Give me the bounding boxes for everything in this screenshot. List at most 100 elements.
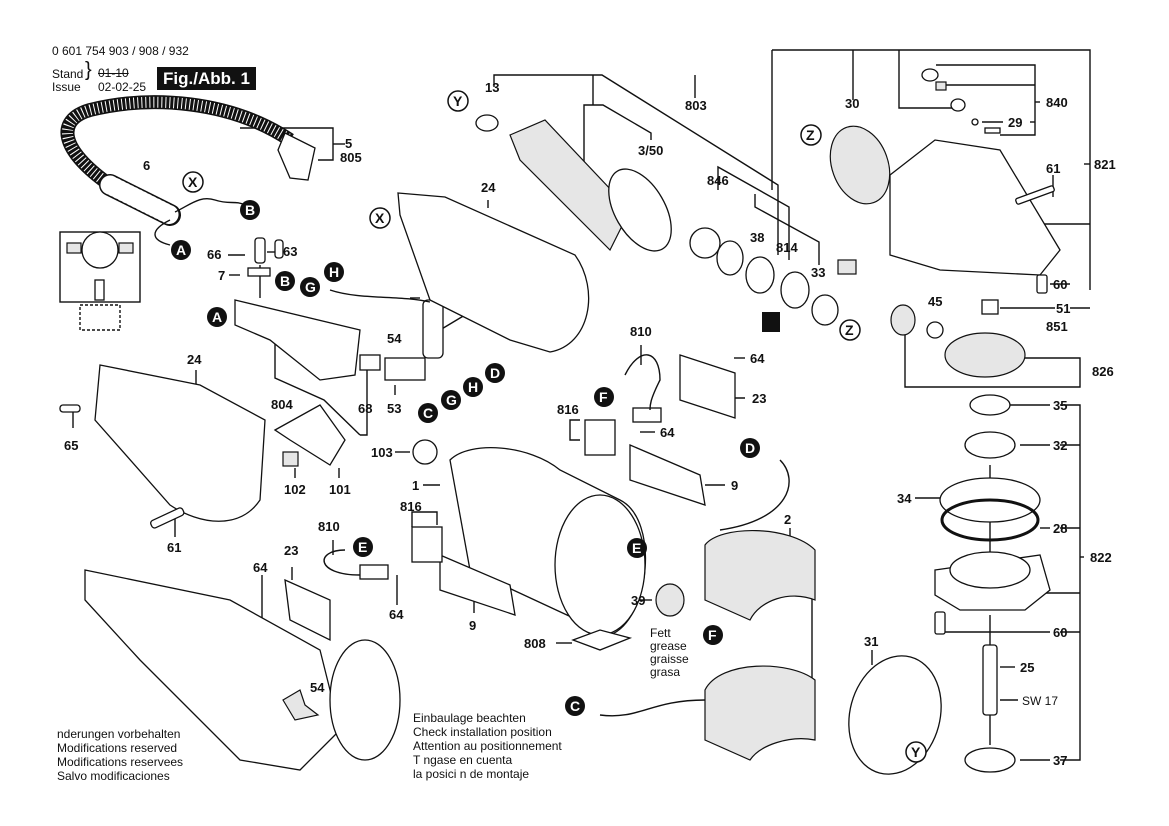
label-846: 846	[707, 173, 729, 188]
leader-68	[360, 370, 368, 436]
label-60-upper: 60	[1053, 277, 1067, 292]
connector-markers: B A B A H G D H G C F D E E F C X X Y Y …	[171, 90, 927, 763]
power-cord-outline	[60, 95, 294, 191]
label-63: 63	[283, 244, 297, 259]
label-7: 7	[218, 268, 225, 283]
label-803: 803	[685, 98, 707, 113]
marker-a-cord: A	[171, 240, 191, 260]
bracket-816a	[569, 419, 580, 441]
schematic-brush-left	[66, 242, 82, 254]
label-810-lower: 810	[318, 519, 340, 534]
brush-holder-816-upper	[584, 419, 616, 456]
label-24-left: 24	[187, 352, 202, 367]
clamping-flange-37	[964, 747, 1016, 773]
bearing-13	[475, 114, 499, 132]
svg-text:F: F	[599, 389, 608, 405]
label-plate-9-lower	[439, 554, 516, 616]
gear-housing-821	[889, 139, 1061, 276]
svg-text:B: B	[280, 273, 290, 289]
o-ring-28	[940, 498, 1040, 542]
protection-guard-31	[848, 655, 942, 775]
label-30: 30	[845, 96, 859, 111]
installation-note: Einbaulage beachten Check installation p…	[413, 711, 562, 781]
label-816-upper: 816	[557, 402, 579, 417]
coil-wire-d	[719, 459, 790, 531]
bracket-821	[772, 49, 1091, 290]
label-54-upper: 54	[387, 331, 402, 346]
label-24-upper: 24	[481, 180, 496, 195]
svg-text:G: G	[446, 392, 457, 408]
old-date-struck: 01-10	[98, 66, 129, 80]
needle-bearing-35	[969, 394, 1011, 416]
svg-text:A: A	[176, 242, 186, 258]
bracket-822	[1060, 404, 1081, 761]
grease-note: Fett grease graisse grasa	[650, 627, 689, 679]
label-3-50: 3/50	[638, 143, 663, 158]
label-805: 805	[340, 150, 362, 165]
label-39: 39	[631, 593, 645, 608]
svg-text:G: G	[305, 279, 316, 295]
label-37: 37	[1053, 753, 1067, 768]
marker-y-bearing: Y	[447, 90, 469, 112]
part-labels: 13 3/50 803 846 38 814 33 30 840 29 61 8…	[64, 80, 1116, 768]
brush-wire-lower	[323, 549, 361, 576]
label-64-left: 64	[253, 560, 268, 575]
screw-61-left	[150, 507, 185, 529]
label-103: 103	[371, 445, 393, 460]
label-64-lower: 64	[389, 607, 404, 622]
label-821: 821	[1094, 157, 1116, 172]
plate-7	[247, 267, 271, 277]
marker-z-gear: Z	[800, 124, 822, 146]
grease-line-fr: graisse	[650, 652, 689, 666]
marker-x-cord: X	[182, 171, 204, 193]
o-ring-29	[971, 118, 979, 126]
label-9-lower: 9	[469, 618, 476, 633]
schematic-brush-right	[118, 242, 134, 254]
carbon-brush-810-upper	[632, 407, 662, 423]
lock-pin	[984, 127, 1001, 134]
label-31: 31	[864, 634, 878, 649]
label-851: 851	[1046, 319, 1068, 334]
label-804: 804	[271, 397, 293, 412]
installation-line-de: Einbaulage beachten	[413, 711, 526, 725]
bracket-814	[717, 165, 790, 260]
armature-fan	[608, 168, 672, 252]
label-66: 66	[207, 247, 221, 262]
screw-66	[254, 237, 266, 264]
svg-text:C: C	[570, 698, 580, 714]
sleeve-51	[981, 299, 999, 315]
svg-text:Z: Z	[845, 322, 854, 338]
label-5: 5	[345, 136, 352, 151]
power-plug	[277, 132, 316, 181]
spindle-25	[982, 644, 998, 716]
label-33: 33	[811, 265, 825, 280]
label-6: 6	[143, 158, 150, 173]
svg-text:H: H	[468, 379, 478, 395]
marker-d-switch: D	[485, 363, 505, 383]
motor-housing-opening	[554, 494, 646, 636]
label-102: 102	[284, 482, 306, 497]
bracket-826	[904, 330, 1081, 388]
label-45: 45	[928, 294, 942, 309]
marker-a-switch: A	[207, 307, 227, 327]
brush-cover-23-upper	[679, 354, 736, 419]
screw-60-lower	[934, 611, 946, 635]
handle-half-24-right	[397, 192, 590, 353]
part-103	[412, 439, 438, 465]
cord-sleeve	[100, 175, 180, 225]
label-1: 1	[412, 478, 419, 493]
svg-text:X: X	[188, 174, 198, 190]
installation-arrow-icon	[282, 689, 320, 721]
svg-text:X: X	[375, 210, 385, 226]
label-64-mid: 64	[660, 425, 675, 440]
marker-f-coil: F	[703, 625, 723, 645]
brush-holder-816-lower	[411, 526, 443, 563]
marker-z-seal: Z	[839, 319, 861, 341]
bearing-38	[745, 256, 775, 294]
marker-x-housing: X	[369, 207, 391, 229]
screw-63	[274, 239, 284, 259]
bracket-33	[754, 194, 820, 265]
bearing-icon	[762, 312, 780, 332]
screw-60-upper	[1036, 274, 1048, 294]
parts	[59, 68, 1061, 775]
